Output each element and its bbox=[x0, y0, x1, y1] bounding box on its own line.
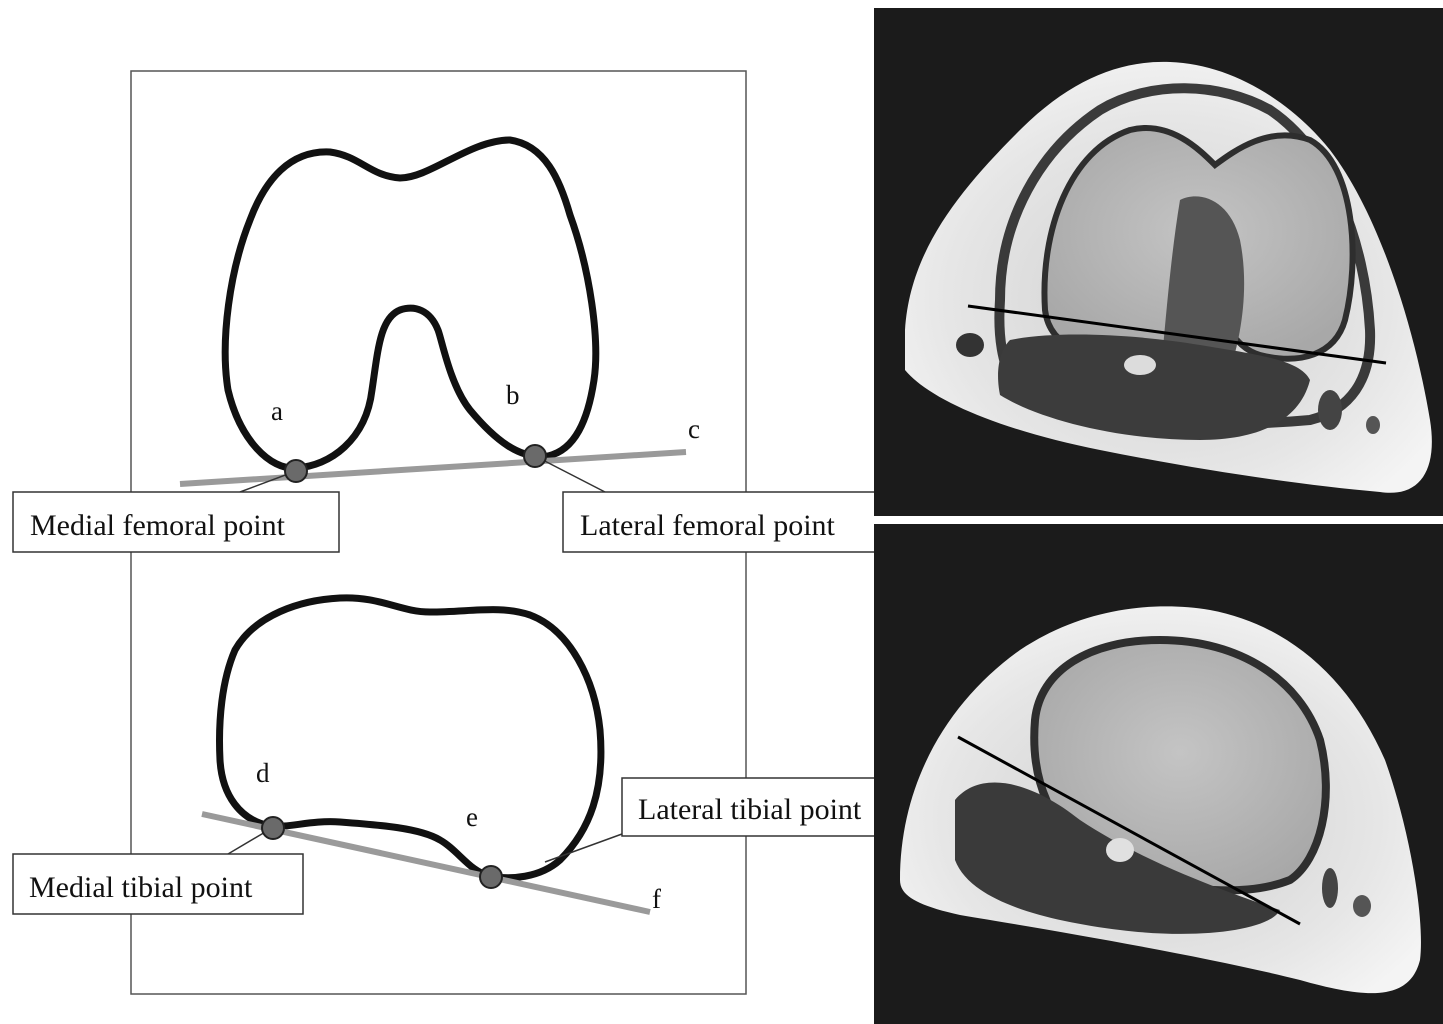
medial-femoral-point-marker bbox=[285, 460, 307, 482]
label-a: a bbox=[271, 396, 283, 426]
callout-lateral-femoral: Lateral femoral point bbox=[563, 492, 887, 552]
lateral-femoral-point-marker bbox=[524, 445, 546, 467]
mri-femoral-image bbox=[874, 8, 1443, 516]
lateral-tibial-point-marker bbox=[480, 866, 502, 888]
callout-medial-tibial-text: Medial tibial point bbox=[29, 871, 253, 904]
label-f: f bbox=[652, 884, 661, 914]
callout-medial-tibial: Medial tibial point bbox=[13, 854, 303, 914]
callout-lateral-tibial-text: Lateral tibial point bbox=[638, 793, 862, 826]
label-e: e bbox=[466, 802, 478, 832]
callout-medial-femoral-text: Medial femoral point bbox=[30, 509, 286, 542]
callout-lateral-tibial: Lateral tibial point bbox=[622, 778, 911, 836]
mri-tibial-image bbox=[874, 524, 1443, 1024]
callout-medial-femoral: Medial femoral point bbox=[13, 492, 339, 552]
medial-tibial-point-marker bbox=[262, 817, 284, 839]
mri-divider bbox=[874, 516, 1443, 524]
label-d: d bbox=[256, 758, 270, 788]
label-c: c bbox=[688, 414, 700, 444]
callout-lateral-femoral-text: Lateral femoral point bbox=[580, 509, 836, 542]
label-b: b bbox=[506, 380, 520, 410]
